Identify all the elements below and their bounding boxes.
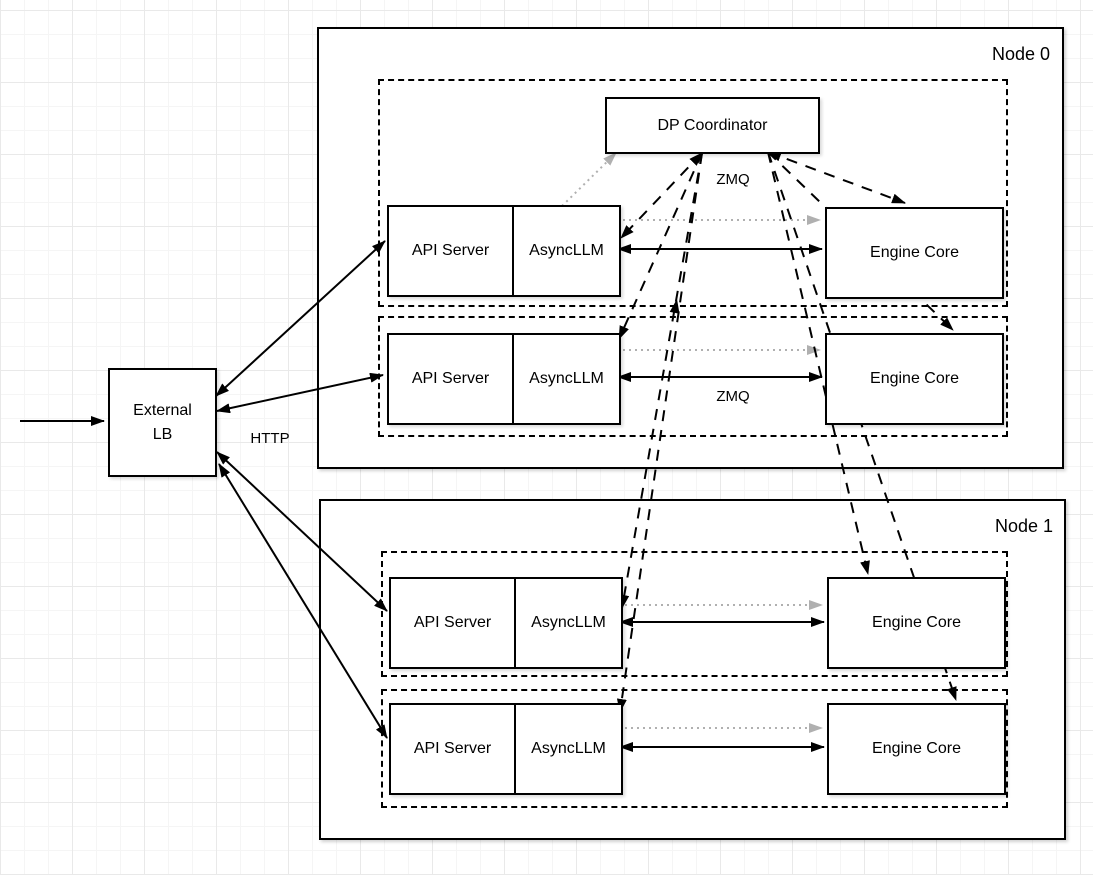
node0-row1-engine-core: Engine Core: [825, 207, 1004, 299]
node0-row1-frontend: API Server AsyncLLM: [387, 205, 621, 297]
node1-title: Node 1: [994, 516, 1053, 536]
zmq-label-top: ZMQ: [716, 171, 750, 188]
node0-row2-asyncllm: AsyncLLM: [513, 333, 621, 425]
node1-row2-engine-core: Engine Core: [827, 703, 1006, 795]
dp-coordinator-box: DP Coordinator: [605, 97, 820, 154]
node1-row1-asyncllm: AsyncLLM: [515, 577, 623, 669]
node0-row2-api-server: API Server: [387, 333, 513, 425]
node1-row2-api-server: API Server: [389, 703, 515, 795]
node0-row2-frontend: API Server AsyncLLM: [387, 333, 621, 425]
external-lb-box: External LB: [108, 368, 217, 477]
node1-row1-api-server: API Server: [389, 577, 515, 669]
http-label: HTTP: [250, 430, 290, 447]
dp-coordinator-label: DP Coordinator: [657, 116, 768, 134]
node1-row1-frontend: API Server AsyncLLM: [389, 577, 623, 669]
node1-row2-asyncllm: AsyncLLM: [515, 703, 623, 795]
external-lb-label: External LB: [133, 401, 192, 443]
node0-row1-asyncllm: AsyncLLM: [513, 205, 621, 297]
node0-title: Node 0: [991, 44, 1050, 64]
node0-row1-api-server: API Server: [387, 205, 513, 297]
node0-row2-engine-core: Engine Core: [825, 333, 1004, 425]
zmq-label-row: ZMQ: [716, 388, 750, 405]
node1-row1-engine-core: Engine Core: [827, 577, 1006, 669]
node1-row2-frontend: API Server AsyncLLM: [389, 703, 623, 795]
